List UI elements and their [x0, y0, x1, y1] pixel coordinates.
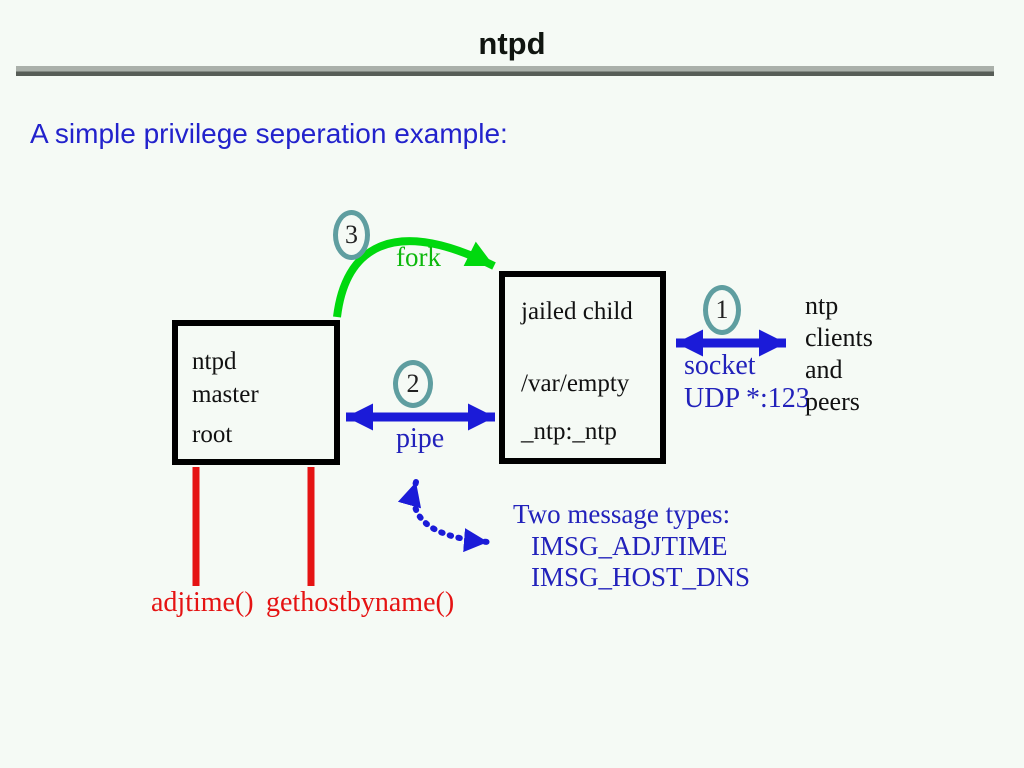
- adjtime-label: adjtime(): [151, 587, 254, 618]
- step-badge-1: 1: [703, 285, 741, 335]
- title-divider: [16, 66, 994, 76]
- page-title: ntpd: [478, 26, 546, 61]
- pipe-label: pipe: [396, 423, 445, 454]
- message-types-arrow: [397, 479, 491, 553]
- udp-port-label: UDP *:123: [684, 383, 810, 414]
- fork-arrow: [333, 237, 496, 318]
- imsg-adjtime-label: IMSG_ADJTIME: [531, 531, 728, 561]
- imsg-host-dns-label: IMSG_HOST_DNS: [531, 562, 751, 592]
- ntp-clients-label: ntp clients and peers: [805, 291, 873, 416]
- master-box-line: root: [192, 421, 233, 448]
- child-box-line: /var/empty: [521, 370, 630, 397]
- step-badge-2: 2: [393, 360, 433, 408]
- ntpd-master-box: ntpd master root: [172, 320, 340, 465]
- gethostbyname-label: gethostbyname(): [266, 587, 455, 618]
- child-box-line: _ntp:_ntp: [521, 418, 617, 445]
- message-types-title: Two message types:: [513, 499, 731, 529]
- step-badge-3: 3: [333, 210, 370, 260]
- master-box-line: ntpd: [192, 348, 237, 375]
- child-box-line: jailed child: [521, 298, 633, 325]
- slide-subtitle: A simple privilege seperation example:: [30, 118, 508, 149]
- socket-label: socket: [684, 350, 756, 381]
- jailed-child-box: jailed child /var/empty _ntp:_ntp: [499, 271, 666, 464]
- fork-label: fork: [396, 242, 441, 272]
- master-box-line: master: [192, 381, 259, 408]
